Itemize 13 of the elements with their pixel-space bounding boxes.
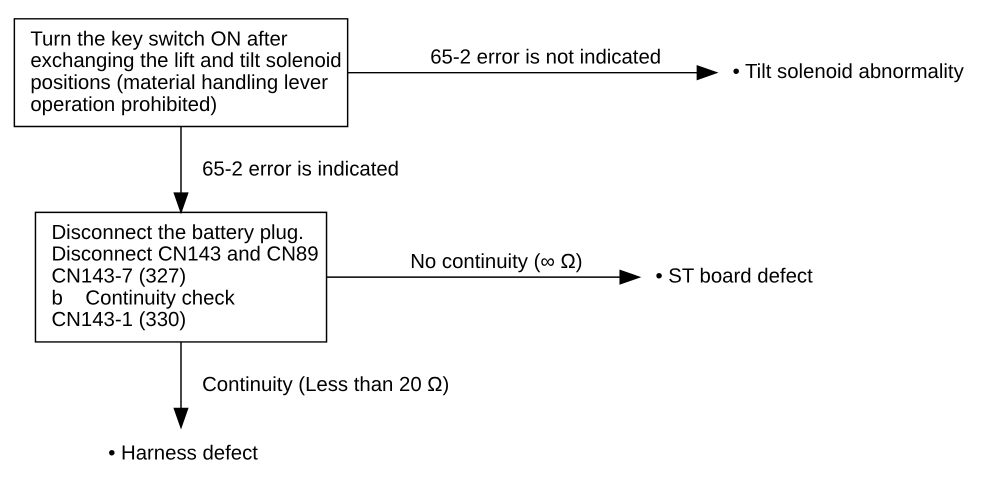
- edge-label: 65-2 error is not indicated: [430, 46, 662, 68]
- arrow: [173, 342, 189, 430]
- arrow: [326, 269, 642, 284]
- edge-label: No continuity (∞ Ω): [410, 250, 583, 272]
- node-text: • Tilt solenoid abnormality: [732, 60, 964, 83]
- edge-label: 65-2 error is indicated: [202, 158, 400, 180]
- node-box: Turn the key switch ON after exchanging the lift and tilt solenoid positions (material handling lever operation prohibited): [14, 18, 348, 127]
- arrow: [173, 126, 189, 214]
- arrow: [348, 64, 718, 80]
- node-text: • Harness defect: [108, 442, 258, 464]
- node-box: Disconnect the battery plug. Disconnect CN143 and CN89 CN143-7 (327) b Continuity check CN143-1 (330): [34, 211, 328, 342]
- edge-label: Continuity (Less than 20 Ω): [202, 373, 450, 396]
- node-text: • ST board defect: [655, 265, 813, 288]
